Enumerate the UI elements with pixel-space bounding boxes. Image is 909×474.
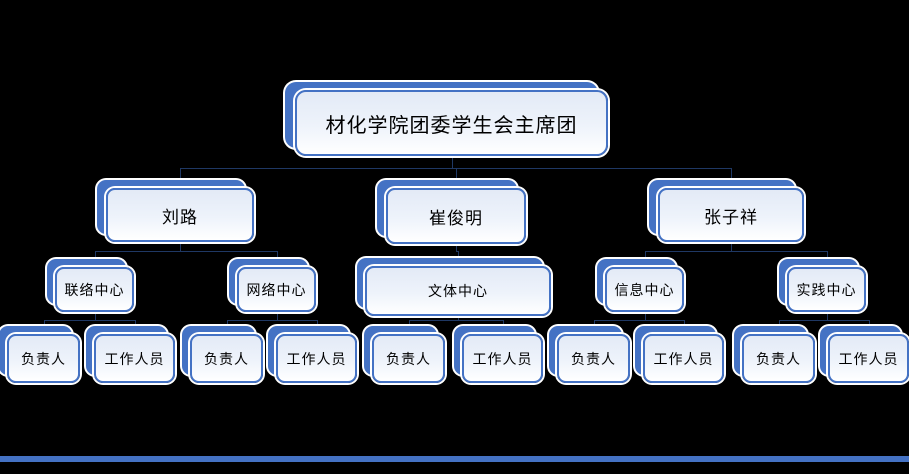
node-box: 负责人 xyxy=(742,334,815,383)
node-label: 网络中心 xyxy=(246,281,307,298)
connector-line xyxy=(458,316,459,320)
node-label: 材化学院团委学生会主席团 xyxy=(325,114,578,137)
connector-line xyxy=(826,312,828,320)
org-node-lianluo[interactable]: 联络中心 xyxy=(47,259,134,312)
node-label: 工作人员 xyxy=(286,350,347,367)
node-box: 负责人 xyxy=(557,334,630,383)
node-box: 信息中心 xyxy=(605,267,684,312)
connector-line xyxy=(593,320,595,326)
connector-line xyxy=(644,251,646,259)
org-node-wangluo-staff[interactable]: 工作人员 xyxy=(268,326,357,383)
node-box: 材化学院团委学生会主席团 xyxy=(295,90,608,156)
node-box: 工作人员 xyxy=(643,334,724,383)
connector-line xyxy=(226,320,317,321)
node-box: 负责人 xyxy=(190,334,263,383)
node-label: 文体中心 xyxy=(428,283,488,299)
connector-line xyxy=(731,168,732,180)
org-node-xinxi[interactable]: 信息中心 xyxy=(597,259,684,312)
node-label: 工作人员 xyxy=(838,350,899,367)
node-box: 刘路 xyxy=(106,188,254,242)
org-node-lianluo-lead[interactable]: 负责人 xyxy=(0,326,80,383)
connector-line xyxy=(778,320,780,326)
node-box: 联络中心 xyxy=(55,267,134,312)
connector-line xyxy=(180,242,181,251)
connector-line xyxy=(778,320,869,321)
connector-line xyxy=(408,320,503,321)
node-label: 负责人 xyxy=(204,350,249,367)
connector-line xyxy=(180,168,731,169)
connector-line xyxy=(276,312,278,320)
node-label: 联络中心 xyxy=(64,281,125,298)
org-node-wenti-staff[interactable]: 工作人员 xyxy=(454,326,543,383)
connector-line xyxy=(134,320,136,326)
org-node-wangluo[interactable]: 网络中心 xyxy=(229,259,316,312)
org-node-xinxi-staff[interactable]: 工作人员 xyxy=(635,326,724,383)
connector-line xyxy=(502,320,504,326)
node-box: 工作人员 xyxy=(276,334,357,383)
connector-line xyxy=(94,251,277,252)
node-label: 负责人 xyxy=(756,350,801,367)
node-label: 张子祥 xyxy=(704,207,758,227)
connector-line xyxy=(408,320,410,326)
connector-line xyxy=(276,251,278,259)
node-label: 工作人员 xyxy=(653,350,714,367)
node-label: 实践中心 xyxy=(796,281,857,298)
node-box: 工作人员 xyxy=(462,334,543,383)
node-label: 工作人员 xyxy=(104,350,165,367)
org-node-shijian-lead[interactable]: 负责人 xyxy=(734,326,815,383)
node-label: 负责人 xyxy=(21,350,66,367)
connector-line xyxy=(451,156,453,168)
org-node-shijian[interactable]: 实践中心 xyxy=(779,259,866,312)
org-node-wangluo-lead[interactable]: 负责人 xyxy=(182,326,263,383)
node-box: 文体中心 xyxy=(365,266,551,316)
connector-line xyxy=(458,251,459,258)
connector-line xyxy=(43,320,135,321)
connector-line xyxy=(683,320,685,326)
connector-line xyxy=(868,320,870,326)
connector-line xyxy=(593,320,684,321)
connector-line xyxy=(456,244,457,251)
node-box: 实践中心 xyxy=(787,267,866,312)
progress-bar[interactable] xyxy=(0,456,909,462)
node-label: 刘路 xyxy=(162,207,198,227)
connector-line xyxy=(731,242,732,251)
node-box: 张子祥 xyxy=(658,188,804,242)
connector-line xyxy=(180,168,181,180)
node-label: 信息中心 xyxy=(614,281,675,298)
connector-line xyxy=(456,168,457,180)
connector-line xyxy=(226,320,228,326)
org-node-wenti-lead[interactable]: 负责人 xyxy=(364,326,445,383)
node-box: 崔俊明 xyxy=(386,188,526,244)
connector-line xyxy=(644,251,827,252)
connector-line xyxy=(644,312,646,320)
connector-line xyxy=(826,251,828,259)
org-node-root[interactable]: 材化学院团委学生会主席团 xyxy=(285,82,608,156)
node-box: 工作人员 xyxy=(94,334,175,383)
org-node-zhangzixiang[interactable]: 张子祥 xyxy=(649,180,804,242)
org-node-xinxi-lead[interactable]: 负责人 xyxy=(549,326,630,383)
node-label: 崔俊明 xyxy=(429,208,483,228)
node-label: 负责人 xyxy=(386,350,431,367)
org-node-lianluo-staff[interactable]: 工作人员 xyxy=(86,326,175,383)
org-node-liulu[interactable]: 刘路 xyxy=(97,180,254,242)
node-box: 网络中心 xyxy=(237,267,316,312)
org-node-shijian-staff[interactable]: 工作人员 xyxy=(820,326,909,383)
connector-line xyxy=(94,251,96,259)
node-box: 负责人 xyxy=(7,334,80,383)
connector-line xyxy=(316,320,318,326)
org-node-wenti[interactable]: 文体中心 xyxy=(357,258,551,316)
node-label: 负责人 xyxy=(571,350,616,367)
connector-line xyxy=(43,320,45,326)
node-box: 负责人 xyxy=(372,334,445,383)
connector-line xyxy=(94,312,96,320)
connector-line xyxy=(456,251,458,252)
org-node-cuijunming[interactable]: 崔俊明 xyxy=(377,180,526,244)
node-label: 工作人员 xyxy=(472,350,533,367)
node-box: 工作人员 xyxy=(828,334,909,383)
